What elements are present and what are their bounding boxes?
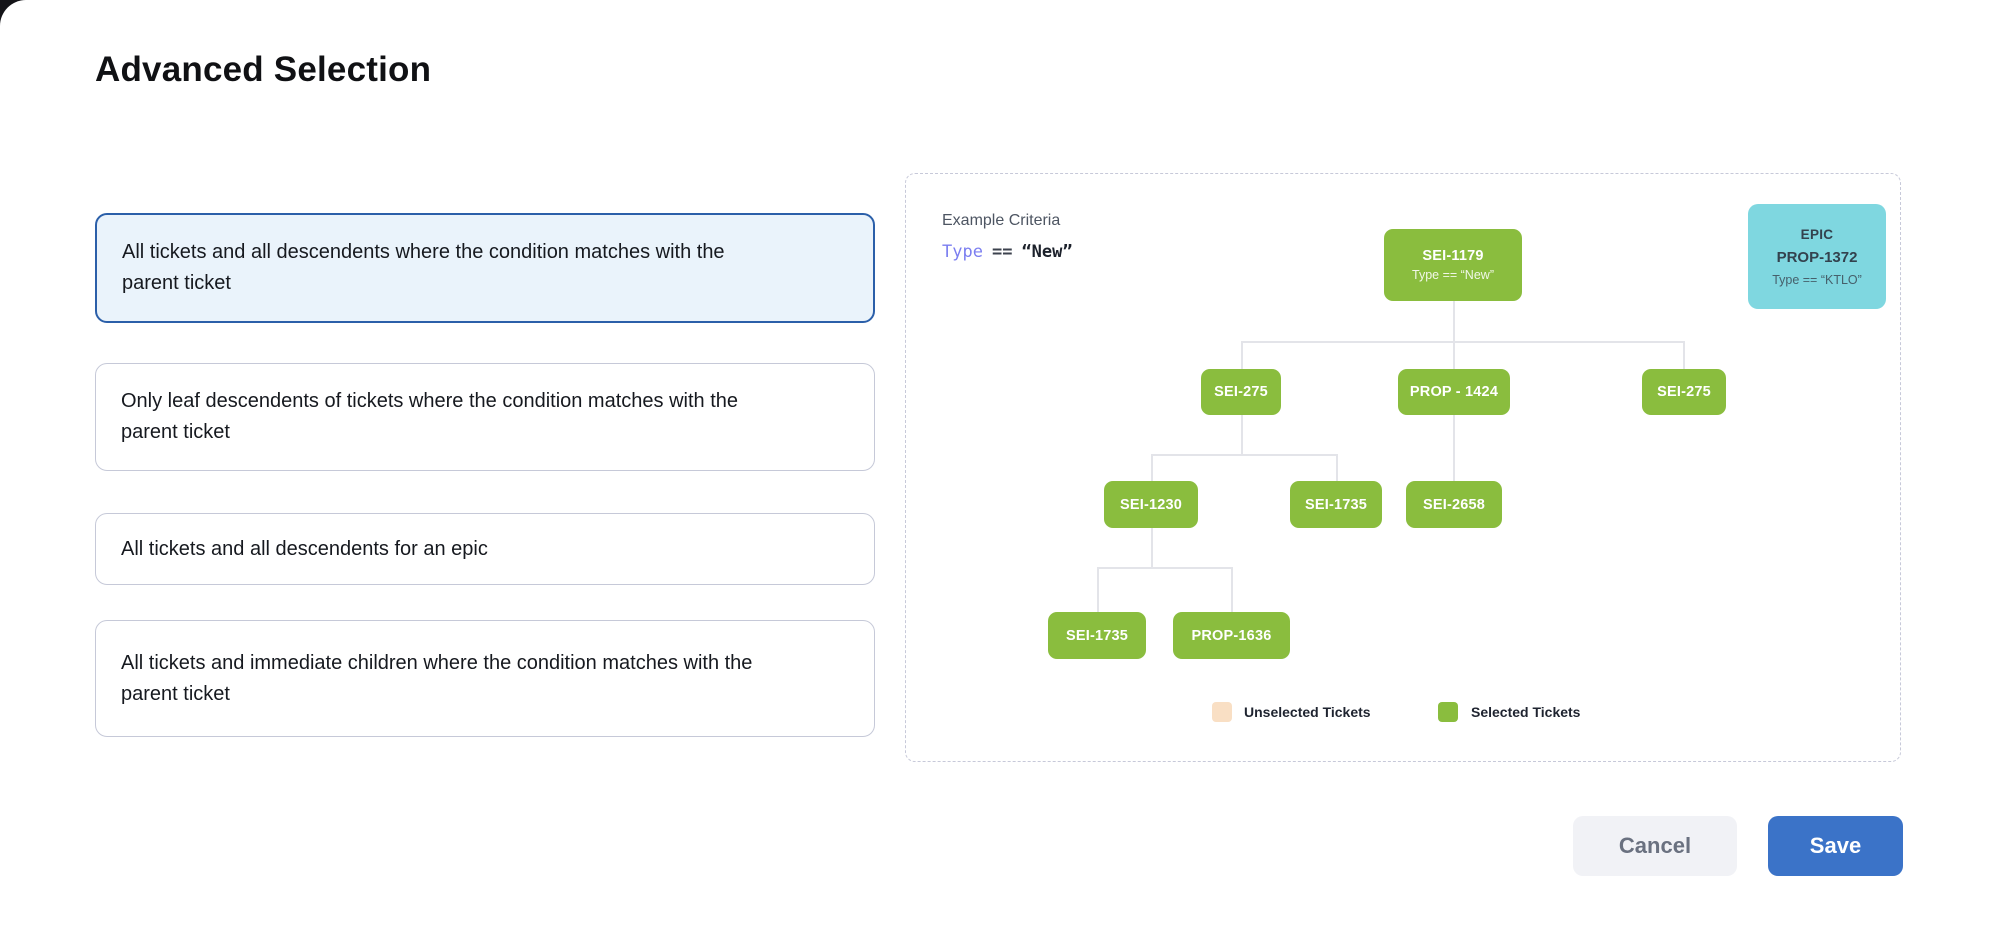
cancel-button-label: Cancel <box>1618 833 1692 858</box>
tree-node: SEI-1735 <box>1290 481 1382 528</box>
legend-swatch-unselected <box>1212 702 1232 722</box>
tree-edge <box>1241 415 1243 454</box>
tree-node: SEI-1735 <box>1048 612 1146 659</box>
tree-edge <box>1683 341 1685 369</box>
tree-node: SEI-2658 <box>1406 481 1502 528</box>
node-label: SEI-2658 <box>1422 496 1486 513</box>
option-label: All tickets and all descendents where th… <box>122 241 725 294</box>
example-criteria-label: Example Criteria <box>942 212 1061 229</box>
tree-node-root: SEI-1179 Type == “New” <box>1384 229 1522 301</box>
legend-label-unselected: Unselected Tickets <box>1244 704 1371 720</box>
tree-node: SEI-275 <box>1201 369 1281 415</box>
tree-edge <box>1453 415 1455 481</box>
save-button-label: Save <box>1809 833 1862 858</box>
node-label: PROP-1636 <box>1191 627 1272 644</box>
tree-node: SEI-1230 <box>1104 481 1198 528</box>
node-label: SEI-1230 <box>1119 496 1183 513</box>
criteria-field: Type <box>942 242 983 262</box>
option-leaf-descendents-condition[interactable]: Only leaf descendents of tickets where t… <box>95 363 875 471</box>
example-criteria-expression: Type == “New” <box>942 242 1073 262</box>
tree-edge <box>1336 454 1338 481</box>
node-label: SEI-1735 <box>1065 627 1129 644</box>
option-immediate-children-condition[interactable]: All tickets and immediate children where… <box>95 620 875 737</box>
node-label: PROP - 1424 <box>1409 384 1499 400</box>
tree-edge <box>1151 454 1153 481</box>
option-label: All tickets and immediate children where… <box>121 651 753 705</box>
tree-node: PROP - 1424 <box>1398 369 1510 415</box>
page-title: Advanced Selection <box>95 50 432 89</box>
option-all-descendents-epic[interactable]: All tickets and all descendents for an e… <box>95 513 875 585</box>
tree-edge <box>1453 341 1455 369</box>
node-label: SEI-275 <box>1214 384 1268 400</box>
node-criteria: Type == “New” <box>1412 268 1494 282</box>
node-label: SEI-1735 <box>1304 496 1368 513</box>
epic-ticket-id: PROP-1372 <box>1776 248 1858 266</box>
legend-swatch-selected <box>1438 702 1458 722</box>
example-preview-panel: Example Criteria Type == “New” EPIC PROP-1… <box>905 173 1901 762</box>
tree-edge <box>1151 454 1336 456</box>
option-label: All tickets and all descendents for an e… <box>121 537 488 560</box>
criteria-value: “New” <box>1021 242 1073 262</box>
cancel-button[interactable]: Cancel <box>1573 816 1737 876</box>
tree-node: PROP-1636 <box>1173 612 1290 659</box>
option-all-descendents-condition[interactable]: All tickets and all descendents where th… <box>95 213 875 323</box>
tree-edge <box>1097 567 1231 569</box>
tree-edge <box>1097 567 1099 612</box>
epic-criteria: Type == “KTLO” <box>1772 272 1862 287</box>
node-label: SEI-275 <box>1657 384 1711 400</box>
tree-edge <box>1231 567 1233 612</box>
epic-card: EPIC PROP-1372 Type == “KTLO” <box>1748 204 1886 309</box>
tree-node: SEI-275 <box>1642 369 1726 415</box>
tree-edge <box>1453 301 1455 341</box>
legend-label-selected: Selected Tickets <box>1471 704 1581 720</box>
epic-kind-label: EPIC <box>1800 226 1834 242</box>
tree-edge <box>1241 341 1684 343</box>
tree-edge <box>1241 341 1243 369</box>
node-label: SEI-1179 <box>1422 248 1484 264</box>
option-label: Only leaf descendents of tickets where t… <box>121 390 739 443</box>
save-button[interactable]: Save <box>1768 816 1903 876</box>
criteria-operator: == <box>991 242 1013 262</box>
tree-edge <box>1151 528 1153 567</box>
